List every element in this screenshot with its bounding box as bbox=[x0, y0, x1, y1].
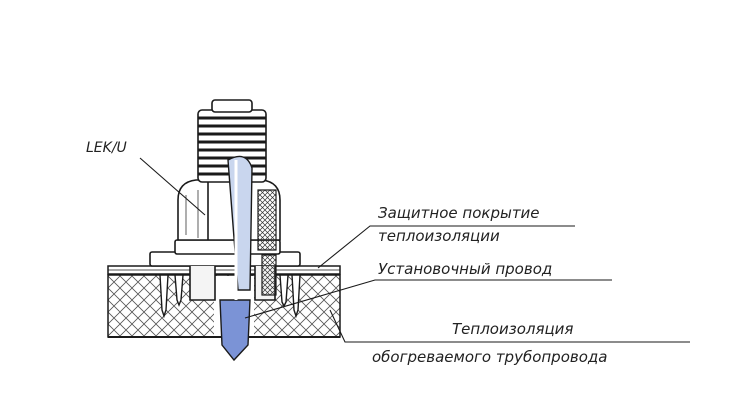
insulation-label-line1: Теплоизоляция bbox=[452, 320, 573, 338]
gland-seal-section bbox=[257, 189, 277, 296]
cover-label-line1: Защитное покрытие bbox=[378, 204, 540, 222]
insulation-cover-plate bbox=[107, 265, 341, 275]
wire-label: Установочный провод bbox=[378, 260, 552, 278]
cover-label-line2: теплоизоляции bbox=[378, 227, 500, 245]
mounting-spikes bbox=[159, 274, 301, 319]
installation-wire bbox=[219, 155, 253, 362]
leader-lines bbox=[139, 157, 690, 343]
insulation-label-line2: обогреваемого трубопровода bbox=[372, 348, 607, 366]
gland-model-label: LEK/U bbox=[86, 140, 127, 156]
